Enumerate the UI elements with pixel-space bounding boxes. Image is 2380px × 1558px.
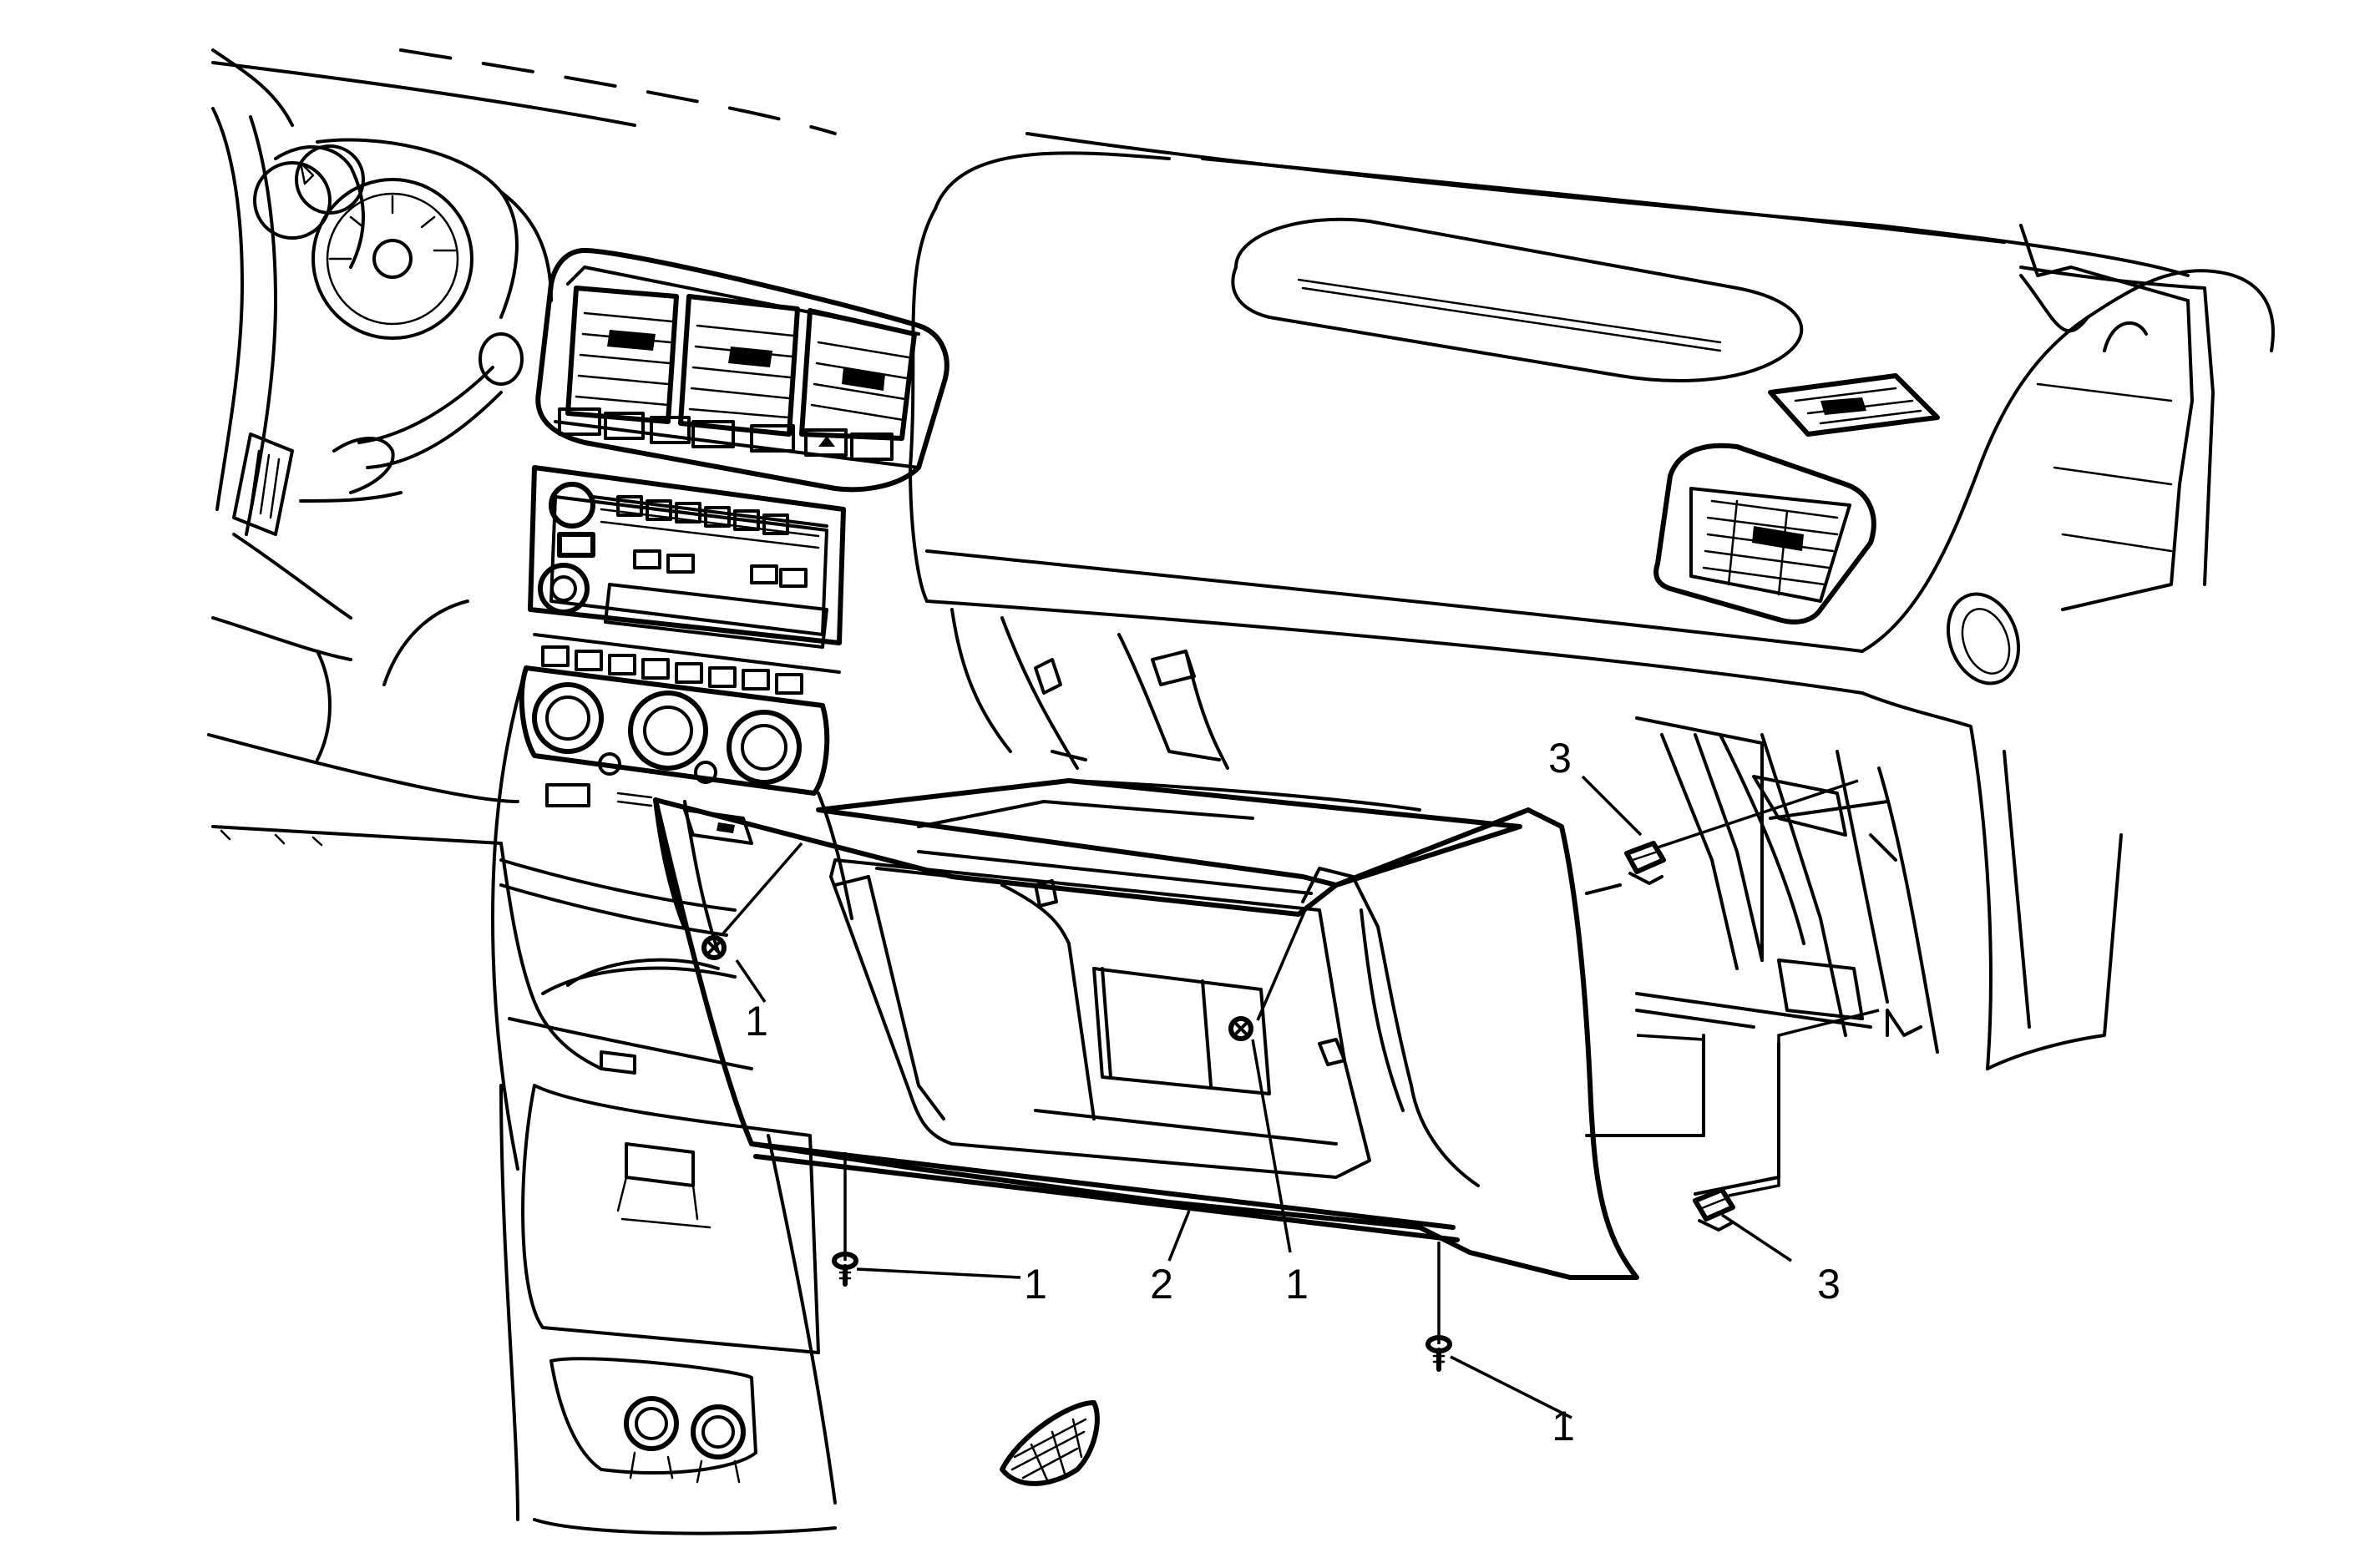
callout-3-upper: 3 (1548, 735, 1572, 782)
callout-1-lower-right: 1 (1552, 1403, 1575, 1449)
instrument-panel-upper-trim (211, 48, 2275, 1070)
callout-3-lower: 3 (1817, 1261, 1841, 1308)
leader-lines (722, 775, 1880, 1419)
center-stack-bezel (491, 248, 1100, 1535)
clip-upper (1624, 841, 1666, 885)
callout-1-upper-left: 1 (745, 998, 768, 1045)
screw-upper-center (1228, 1016, 1253, 1041)
right-upper-vent (1768, 373, 1940, 437)
clip-lower (1693, 1187, 1735, 1232)
defroster-grille (1231, 217, 1804, 382)
callout-2-glove-box: 2 (1150, 1261, 1173, 1308)
callout-1-lower-left: 1 (1024, 1261, 1047, 1308)
right-dash-vent (1653, 443, 1876, 625)
lower-left-panel (499, 842, 603, 1070)
steering-column-area (207, 48, 553, 847)
glove-box-compartment (653, 778, 1639, 1280)
screw-upper-left (701, 935, 727, 960)
glove-box-opening-frame (950, 608, 1939, 1196)
callout-1-center: 1 (1285, 1261, 1309, 1308)
